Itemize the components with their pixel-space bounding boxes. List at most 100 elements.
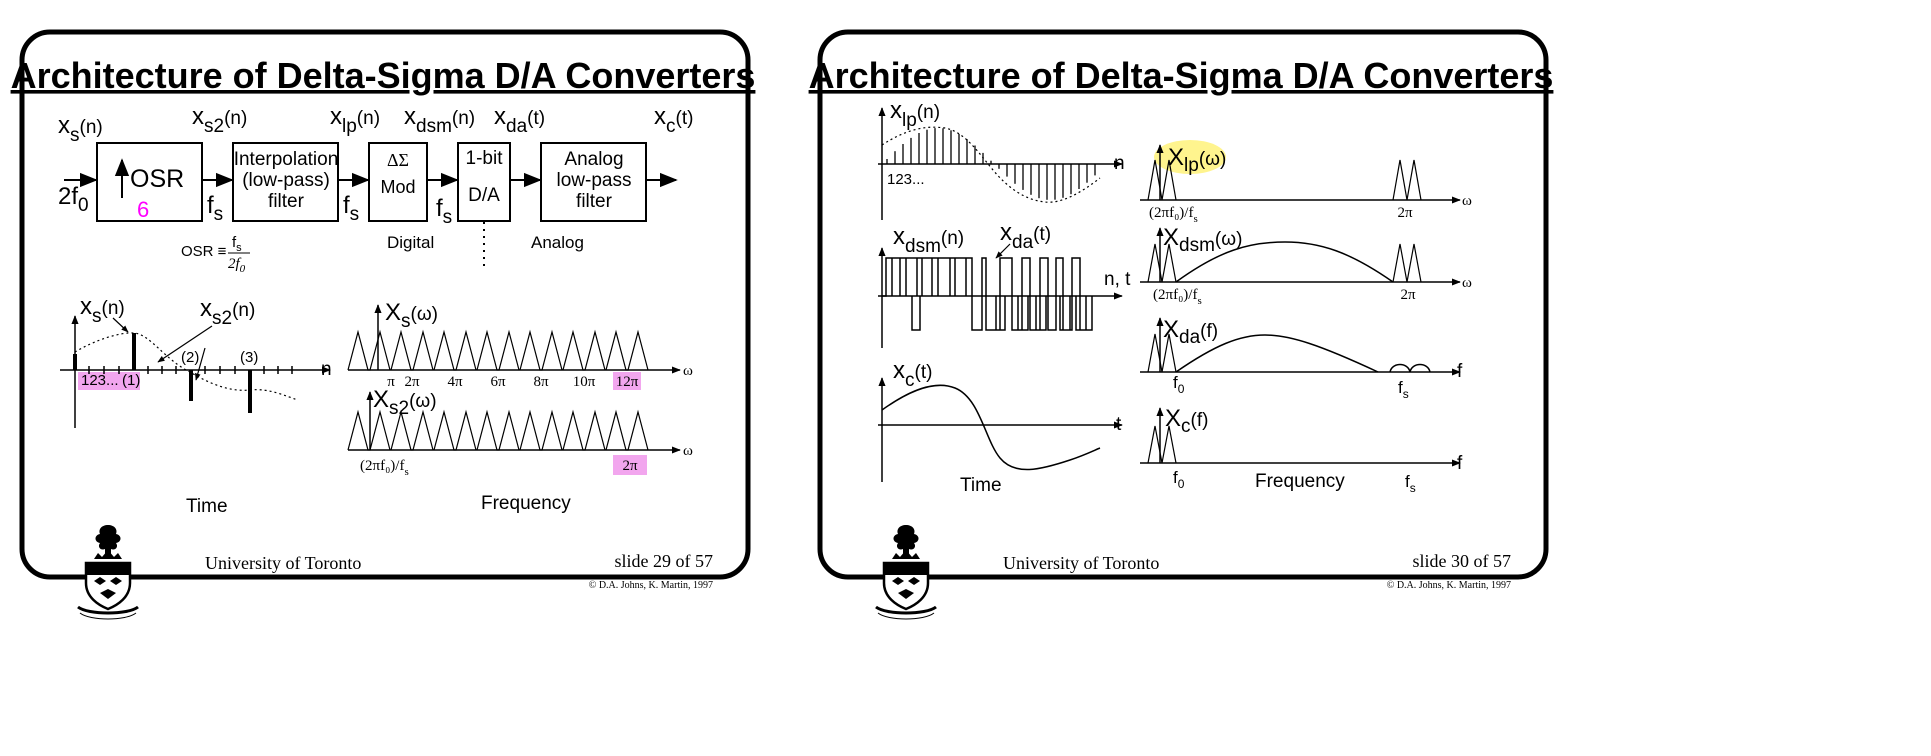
Xlp-omega: ω <box>1462 193 1472 209</box>
input-rate-label: 2f0 <box>58 183 89 216</box>
signal-xda: xda(t) <box>494 103 545 137</box>
slide-30-frame <box>817 29 1549 580</box>
slide-29: Architecture of Delta-Sigma D/A Converte… <box>11 29 756 621</box>
marker-3: (3) <box>240 349 258 366</box>
Xda-f0: f0 <box>1173 373 1185 396</box>
svg-text:12π: 12π <box>616 374 639 390</box>
xc-label: xc(t) <box>893 357 932 391</box>
delta-sigma-block <box>368 142 428 222</box>
freq-caption: Frequency <box>481 493 571 514</box>
Xda-label: Xda(f) <box>1163 316 1218 348</box>
slide-29-copyright: © D.A. Johns, K. Martin, 1997 <box>589 580 713 591</box>
one-bit-da-block-text: 1-bit D/A <box>466 148 504 206</box>
slide-30-footer-right: slide 30 of 57 <box>1413 551 1512 571</box>
right-spectra: Xlp(ω) ω (2πf₀)/fs 2π Xdsm(ω) ω (2πf₀)/f… <box>1140 140 1472 495</box>
svg-text:ΔΣ: ΔΣ <box>387 150 409 170</box>
signal-xlp: xlp(n) <box>330 103 380 137</box>
Xda-f: f <box>1457 361 1463 382</box>
dsm-axis-nt: n, t <box>1104 269 1131 290</box>
svg-text:filter: filter <box>576 191 613 212</box>
rate-labels: 2f0 fs fs fs <box>58 183 452 228</box>
time-plot-slide29: xs(n) xs2(n) 123... (1) (2) (3) n Time <box>60 293 332 517</box>
slide-30-footer-left: University of Toronto <box>1003 553 1159 573</box>
freq-bottom-tick-left: (2πf₀)/fs <box>360 458 409 478</box>
xda-label: xda(t) <box>1000 219 1051 253</box>
svg-text:low-pass: low-pass <box>557 170 632 191</box>
Xdsm-2pi: 2π <box>1400 287 1416 303</box>
index-highlight <box>78 372 140 390</box>
osr-formula: OSR ≡ fs 2f0 <box>181 234 250 275</box>
time-xs2-label: xs2(n) <box>200 295 255 329</box>
svg-text:4π: 4π <box>447 374 463 390</box>
freq-Xs2-label: Xs2(ω) <box>373 386 437 419</box>
osr-block-label: OSR <box>130 165 184 193</box>
time-xs-label: xs(n) <box>80 293 125 327</box>
block-diagram <box>64 142 678 266</box>
freq-bottom-tick-right: 2π <box>622 458 638 474</box>
xc-time-plot: xc(t) t Time <box>878 357 1123 496</box>
tick-12pi-highlight <box>613 372 641 390</box>
interpolation-block <box>232 142 339 222</box>
signal-labels: xs(n) xs2(n) xlp(n) xdsm(n) xda(t) xc(t) <box>58 103 693 146</box>
rate-fs-2: fs <box>343 192 359 225</box>
osr-annotation: 6 <box>137 197 149 222</box>
slide-29-title: Architecture of Delta-Sigma D/A Converte… <box>11 55 756 96</box>
analog-filter-block-text: Analog low-pass filter <box>557 149 632 212</box>
xc-axis-t: t <box>1116 414 1122 435</box>
slide-30: Architecture of Delta-Sigma D/A Converte… <box>809 29 1554 621</box>
digital-label: Digital <box>387 233 434 252</box>
svg-text:fs: fs <box>232 234 242 254</box>
Xlp-label: Xlp(ω) <box>1168 144 1226 176</box>
tick-2pi-highlight <box>613 455 647 475</box>
freq-plot-slide29: Xs(ω) Xs2(ω) π 2π 4π 6π 8π 10π 12π ω ω (… <box>347 299 693 514</box>
time-axis-n: n <box>321 359 332 380</box>
slide-29-footer-left: University of Toronto <box>205 553 361 573</box>
svg-text:π: π <box>387 374 395 390</box>
freq-caption-30: Frequency <box>1255 471 1345 492</box>
freq-top-ticks: π 2π 4π 6π 8π 10π 12π <box>387 374 639 390</box>
Xda-fs: fs <box>1398 378 1409 401</box>
Xdsm-label: Xdsm(ω) <box>1163 224 1242 256</box>
Xc-fs: fs <box>1405 472 1416 495</box>
svg-text:Analog: Analog <box>564 149 623 170</box>
svg-text:6π: 6π <box>490 374 506 390</box>
svg-text:D/A: D/A <box>468 185 500 206</box>
svg-text:2f0: 2f0 <box>228 256 246 275</box>
signal-xc: xc(t) <box>654 103 693 137</box>
delta-sigma-block-text: ΔΣ Mod <box>380 150 415 197</box>
analog-label: Analog <box>531 233 584 252</box>
Xc-f: f <box>1457 453 1463 474</box>
svg-text:Interpolation: Interpolation <box>234 149 339 170</box>
time-caption: Time <box>186 496 228 517</box>
osr-block <box>96 142 203 222</box>
freq-omega-bottom: ω <box>683 443 693 459</box>
rate-fs-3: fs <box>436 195 452 228</box>
svg-text:10π: 10π <box>573 374 596 390</box>
svg-text:1-bit: 1-bit <box>466 148 504 169</box>
xdsm-label: xdsm(n) <box>893 223 964 257</box>
slide-29-footer-right: slide 29 of 57 <box>615 551 714 571</box>
slide-30-title: Architecture of Delta-Sigma D/A Converte… <box>809 55 1554 96</box>
signal-xs: xs(n) <box>58 112 103 146</box>
slide-30-copyright: © D.A. Johns, K. Martin, 1997 <box>1387 580 1511 591</box>
svg-text:filter: filter <box>268 191 305 212</box>
time-index-label: 123... <box>81 372 119 389</box>
xlp-highlight <box>1154 140 1226 174</box>
Xdsm-band-edge: (2πf₀)/fs <box>1153 287 1202 307</box>
one-bit-da-block <box>457 142 511 222</box>
Xc-f0: f0 <box>1173 468 1185 491</box>
rate-fs-1: fs <box>207 192 223 225</box>
freq-Xs-label: Xs(ω) <box>385 299 438 332</box>
svg-text:2π: 2π <box>404 374 420 390</box>
marker-2: (2) <box>181 349 199 366</box>
xlp-index: 123... <box>887 171 925 188</box>
svg-text:Mod: Mod <box>380 177 415 197</box>
Xlp-2pi: 2π <box>1397 205 1413 221</box>
svg-text:OSR ≡: OSR ≡ <box>181 243 227 260</box>
freq-omega-top: ω <box>683 363 693 379</box>
xdsm-time-plot: xdsm(n) xda(t) n, t <box>878 219 1131 348</box>
time-caption-30: Time <box>960 475 1002 496</box>
xlp-time-plot: xlp(n) n 123... <box>878 97 1125 220</box>
svg-text:(low-pass): (low-pass) <box>242 170 330 191</box>
